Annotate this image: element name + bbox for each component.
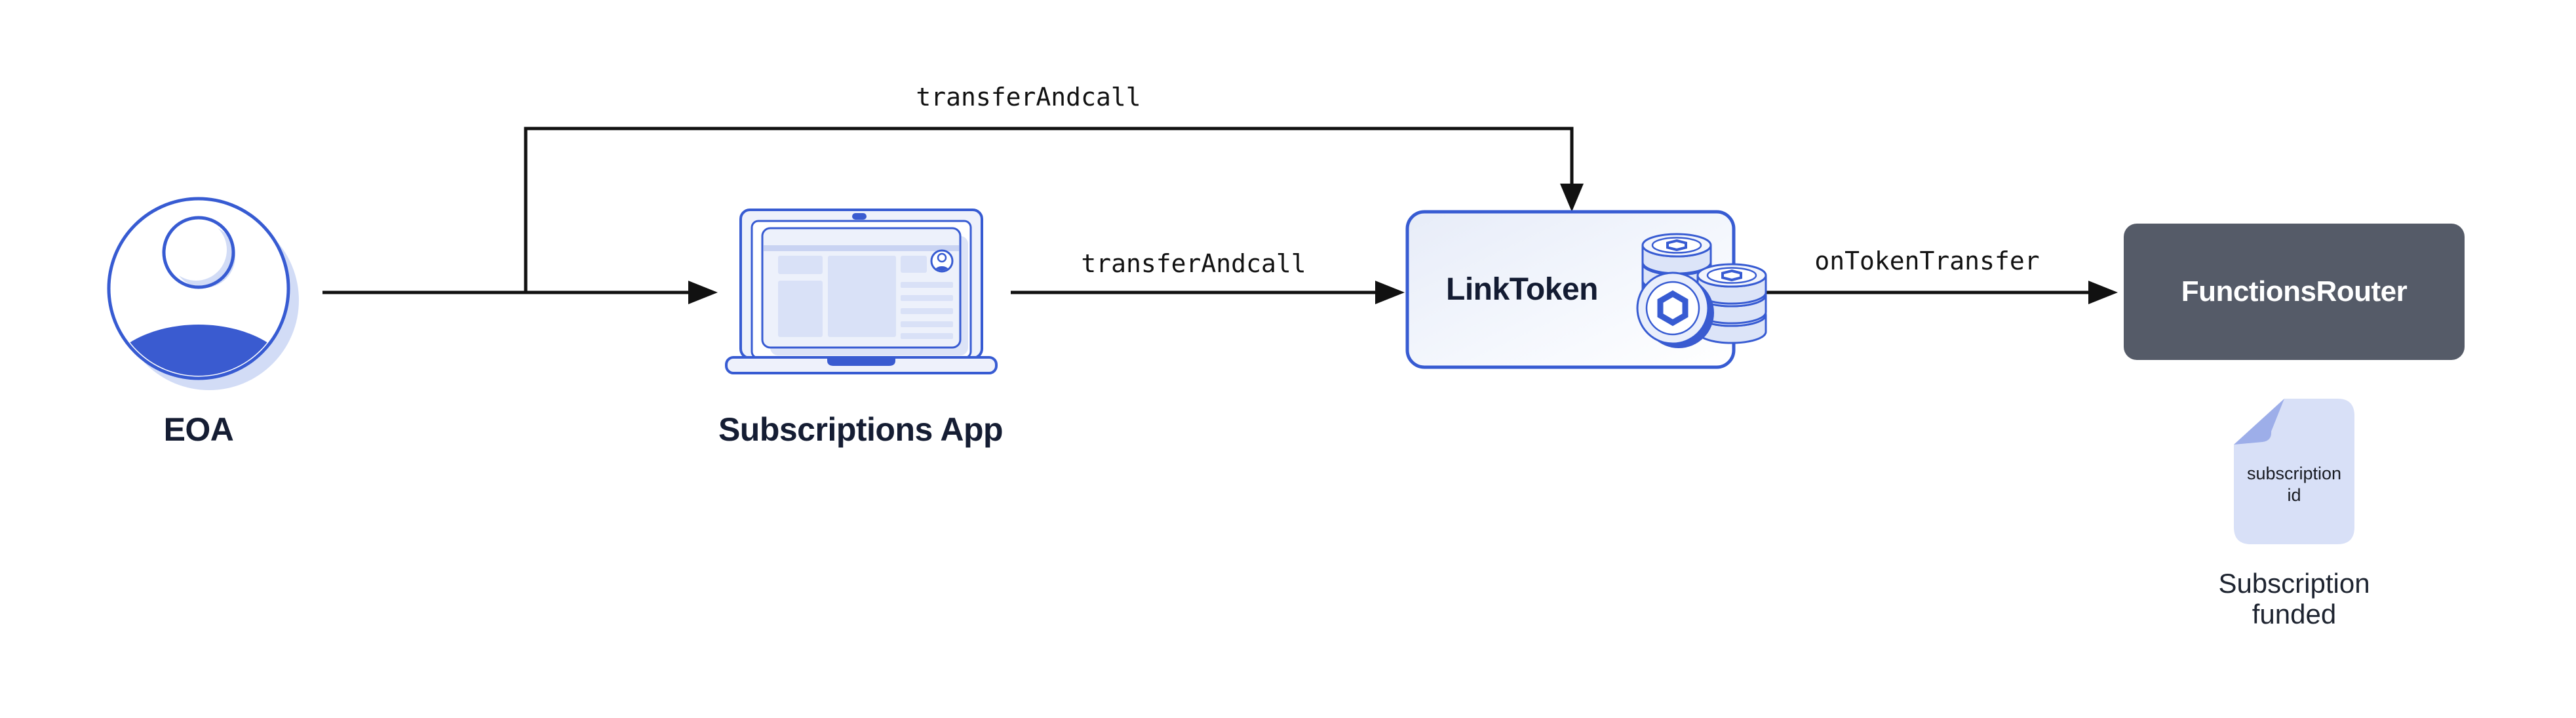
arrow-eoa-to-linktoken (524, 127, 1584, 292)
coin-stack-icon (1636, 233, 1767, 348)
document-text: subscription id (2229, 463, 2360, 506)
avatar-shoulders (111, 325, 286, 376)
document-icon (2234, 399, 2354, 544)
linktoken-label: LinkToken (1446, 272, 1598, 307)
chainlink-coin-icon (1636, 271, 1714, 348)
user-avatar-icon (107, 197, 299, 390)
browser-content-blocks (778, 256, 953, 339)
avatar-head (162, 216, 235, 289)
laptop-browser-icon (725, 209, 998, 374)
eoa-label: EOA (163, 411, 234, 448)
functions-router-label: FunctionsRouter (2181, 275, 2408, 308)
laptop-camera (852, 213, 867, 220)
functions-router-box: FunctionsRouter (2124, 224, 2465, 360)
arrow-app-to-linktoken (1011, 281, 1405, 304)
laptop-notch (827, 358, 895, 366)
edge-label-ontokentransfer: onTokenTransfer (1814, 247, 2040, 275)
flow-arrows (322, 127, 2118, 304)
document-text-line1: subscription (2246, 464, 2342, 483)
subscriptions-app-label: Subscriptions App (718, 411, 1004, 448)
document-caption: Subscription funded (2218, 568, 2370, 629)
document-fold (2234, 399, 2284, 445)
edge-label-transferandcall-mid: transferAndcall (1081, 249, 1306, 278)
document-text-line2: id (2287, 485, 2301, 505)
arrow-eoa-to-app (322, 281, 718, 304)
browser-user-avatar-icon (930, 249, 954, 273)
arrow-linktoken-to-functionsrouter (1766, 281, 2118, 304)
edge-label-transferandcall-top: transferAndcall (916, 83, 1141, 111)
